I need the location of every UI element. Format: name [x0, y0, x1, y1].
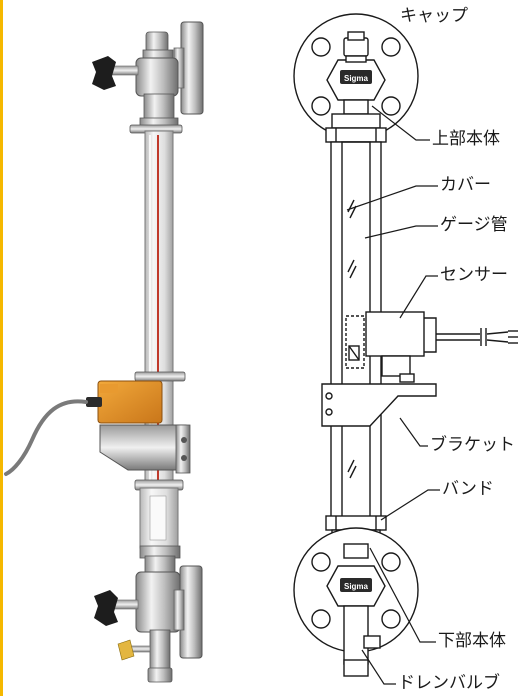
label-cover: カバー: [440, 175, 491, 195]
leader-gauge-tube: [364, 225, 438, 239]
edge-accent-bar: [0, 0, 3, 696]
label-cap: キャップ: [400, 6, 468, 26]
drawing-drain-valve: [343, 605, 369, 665]
photo-drain-valve: [149, 629, 171, 671]
photo-band-mid: [134, 371, 186, 382]
drawing-top-brand-plate: [340, 70, 372, 84]
leader-upper-body: [371, 105, 430, 141]
leader-cover: [346, 185, 438, 211]
label-drain-valve: ドレンバルブ: [398, 673, 500, 693]
drawing-cap: [343, 37, 369, 57]
drawing-bracket: [321, 383, 437, 427]
leader-lower-body: [369, 547, 436, 643]
bottom-brand-text: Sigma: [344, 582, 369, 591]
label-upper-body: 上部本体: [432, 129, 500, 149]
drawing-sensor: [365, 311, 425, 357]
gauge-drawing: [293, 13, 518, 677]
leader-bracket: [399, 417, 428, 447]
leader-band: [380, 489, 440, 521]
label-sensor: センサー: [440, 265, 508, 285]
photo-bottom-handle: [94, 590, 118, 626]
photo-upper-body: [135, 57, 179, 97]
photo-sensor-connector: [86, 397, 102, 407]
leader-lines: [346, 105, 440, 685]
photo-bracket: [99, 424, 187, 471]
photo-top-handle: [92, 56, 116, 90]
label-bracket: ブラケット: [430, 435, 515, 455]
leader-drain-valve: [361, 649, 396, 685]
label-band: バンド: [442, 479, 494, 499]
photo-lower-body: [135, 571, 181, 633]
top-brand-text: Sigma: [344, 74, 369, 83]
gauge-photo: [4, 21, 204, 683]
drawing-upper-body: [331, 113, 381, 129]
drawing-top-band: [325, 127, 387, 143]
label-gauge-tube: ゲージ管: [440, 215, 508, 235]
leader-sensor: [399, 275, 438, 319]
label-lower-body: 下部本体: [438, 631, 506, 651]
photo-sensor-cable: [4, 399, 88, 476]
photo-top-cap: [145, 31, 169, 53]
drawing-bottom-brand-plate: [340, 578, 372, 592]
